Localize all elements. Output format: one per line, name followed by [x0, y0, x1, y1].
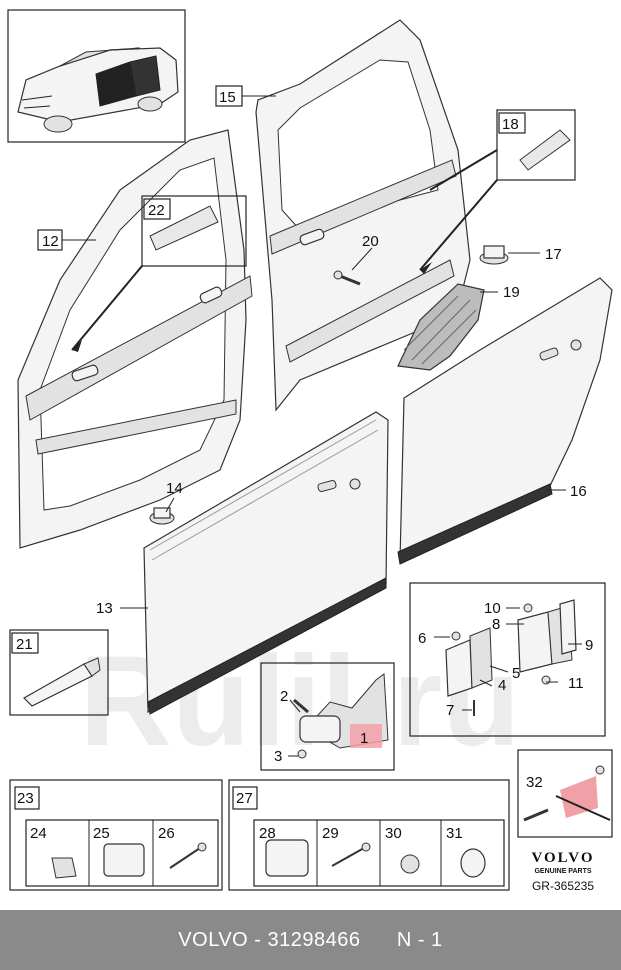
fasteners-27-box — [228, 779, 510, 891]
footer-part-number: 31298466 — [267, 928, 361, 951]
fasteners-23-box — [9, 779, 223, 891]
callout-26: 26 — [158, 825, 175, 842]
foam-pad-18-box — [419, 109, 576, 274]
callout-box-15 — [215, 85, 243, 107]
callout-12: 12 — [42, 233, 59, 250]
callout-6: 6 — [418, 630, 426, 647]
front-door-frame — [17, 129, 253, 549]
sealant-21-box — [9, 629, 109, 716]
callout-21: 21 — [16, 636, 33, 653]
rear-door-frame — [255, 19, 471, 412]
leader-lines — [62, 95, 582, 757]
highlighted-part-1 — [350, 724, 382, 748]
plug-14 — [149, 507, 175, 525]
footer-position: N - 1 — [396, 928, 443, 951]
callout-24: 24 — [30, 825, 47, 842]
callout-28: 28 — [259, 825, 276, 842]
callout-31: 31 — [446, 825, 463, 842]
door-check-box — [260, 662, 395, 771]
callout-13: 13 — [96, 600, 113, 617]
footer-separator: - — [248, 928, 268, 951]
volvo-logo: VOLVO — [531, 850, 594, 866]
callout-25: 25 — [93, 825, 110, 842]
callout-4: 4 — [498, 677, 506, 694]
callout-16: 16 — [570, 483, 587, 500]
callout-7: 7 — [446, 702, 454, 719]
callout-box-18 — [498, 112, 526, 134]
callout-29: 29 — [322, 825, 339, 842]
footer-bar: VOLVO - 31298466 N - 1 — [0, 910, 621, 970]
callout-20: 20 — [362, 233, 379, 250]
rear-door-panel — [397, 277, 613, 565]
callout-box-12 — [37, 229, 63, 251]
callout-1: 1 — [360, 730, 368, 747]
parts-diagram: Rulil.ru — [7, 9, 613, 893]
footer-brand: VOLVO — [178, 928, 249, 951]
callout-23: 23 — [17, 790, 34, 807]
callout-3: 3 — [274, 748, 282, 765]
callout-14: 14 — [166, 480, 183, 497]
front-door-panel — [143, 411, 389, 715]
callout-17: 17 — [545, 246, 562, 263]
callout-22: 22 — [148, 202, 165, 219]
callout-30: 30 — [385, 825, 402, 842]
illustration-ref: GR-365235 — [532, 879, 594, 893]
callout-box-22 — [143, 198, 171, 220]
callout-9: 9 — [585, 637, 593, 654]
car-thumbnail — [7, 9, 186, 143]
callout-2: 2 — [280, 688, 288, 705]
callout-box-21 — [11, 632, 39, 654]
callout-27: 27 — [236, 790, 253, 807]
callout-5: 5 — [512, 665, 520, 682]
callout-32: 32 — [526, 774, 543, 791]
callout-11: 11 — [568, 675, 584, 692]
plug-17 — [479, 245, 509, 265]
genuine-parts-label: GENUINE PARTS — [534, 868, 591, 875]
foam-pad-22-box — [71, 195, 247, 352]
box-32 — [517, 749, 613, 838]
callout-10: 10 — [484, 600, 501, 617]
callout-15: 15 — [219, 89, 236, 106]
callout-19: 19 — [503, 284, 520, 301]
insulation-pad — [397, 283, 485, 371]
hinge-box — [409, 582, 606, 737]
callout-8: 8 — [492, 616, 500, 633]
screw-20 — [333, 270, 361, 286]
footer-gap — [361, 929, 397, 952]
callout-18: 18 — [502, 116, 519, 133]
